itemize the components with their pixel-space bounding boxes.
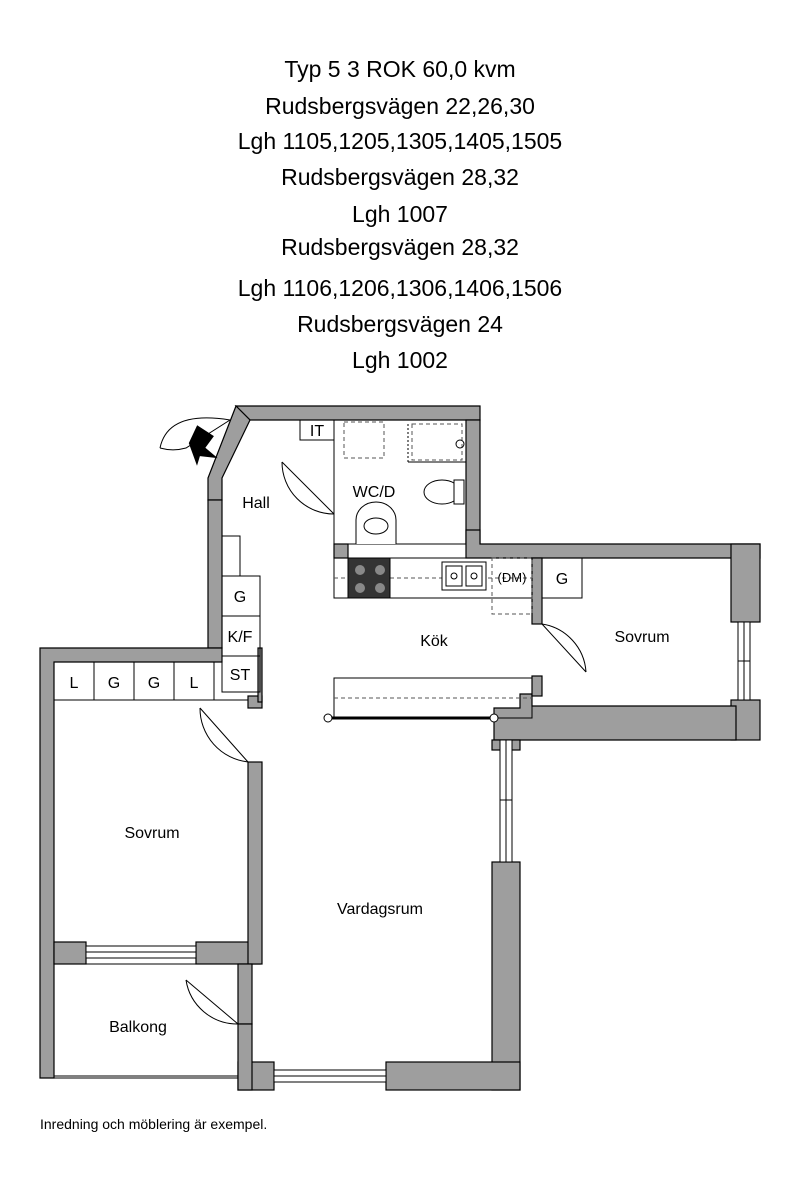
kitchen-sink-icon xyxy=(441,561,487,591)
hall-storage xyxy=(221,575,261,693)
walls xyxy=(39,404,761,1091)
wardrobe-label: L xyxy=(190,675,199,692)
label-g-kok: G xyxy=(556,571,568,588)
header-line-3: Lgh 1105,1205,1305,1405,1505 xyxy=(237,128,563,154)
label-st: ST xyxy=(230,667,251,684)
header-line-8: Rudsbergsvägen 24 xyxy=(297,311,503,337)
label-g-hall: G xyxy=(234,589,246,606)
room-label-kok: Kök xyxy=(420,633,449,650)
header-line-4: Rudsbergsvägen 28,32 xyxy=(281,164,519,190)
label-dm: (DM) xyxy=(498,570,527,585)
wc-fixtures xyxy=(299,419,466,544)
header-line-6: Rudsbergsvägen 28,32 xyxy=(281,234,519,260)
windows xyxy=(85,621,751,1083)
doors xyxy=(159,417,587,1025)
stove-icon xyxy=(347,557,391,599)
entrance-arrow-icon xyxy=(188,425,218,466)
wardrobe-label: G xyxy=(148,675,160,692)
header-line-7: Lgh 1106,1206,1306,1406,1506 xyxy=(237,275,563,301)
room-label-sovrum-right: Sovrum xyxy=(614,629,669,646)
wardrobe-label: L xyxy=(70,675,79,692)
header-line-9: Lgh 1002 xyxy=(352,347,448,373)
interior-lines xyxy=(54,420,533,1079)
disclaimer-text: Inredning och möblering är exempel. xyxy=(40,1116,268,1132)
wardrobe-label: G xyxy=(108,675,120,692)
label-it: IT xyxy=(310,423,324,440)
header-line-1: Typ 5 3 ROK 60,0 kvm xyxy=(284,56,516,82)
room-label-wc: WC/D xyxy=(353,484,396,501)
kitchen-fixtures xyxy=(347,557,583,615)
room-label-hall: Hall xyxy=(242,495,270,512)
room-label-sovrum-left: Sovrum xyxy=(124,825,179,842)
room-label-balkong: Balkong xyxy=(109,1019,167,1036)
header-line-5: Lgh 1007 xyxy=(352,201,448,227)
sink-icon xyxy=(355,501,397,544)
label-kf: K/F xyxy=(228,629,253,646)
room-label-vardagsrum: Vardagsrum xyxy=(337,901,423,918)
wardrobe-row xyxy=(53,661,215,701)
header-line-2: Rudsbergsvägen 22,26,30 xyxy=(265,93,535,119)
